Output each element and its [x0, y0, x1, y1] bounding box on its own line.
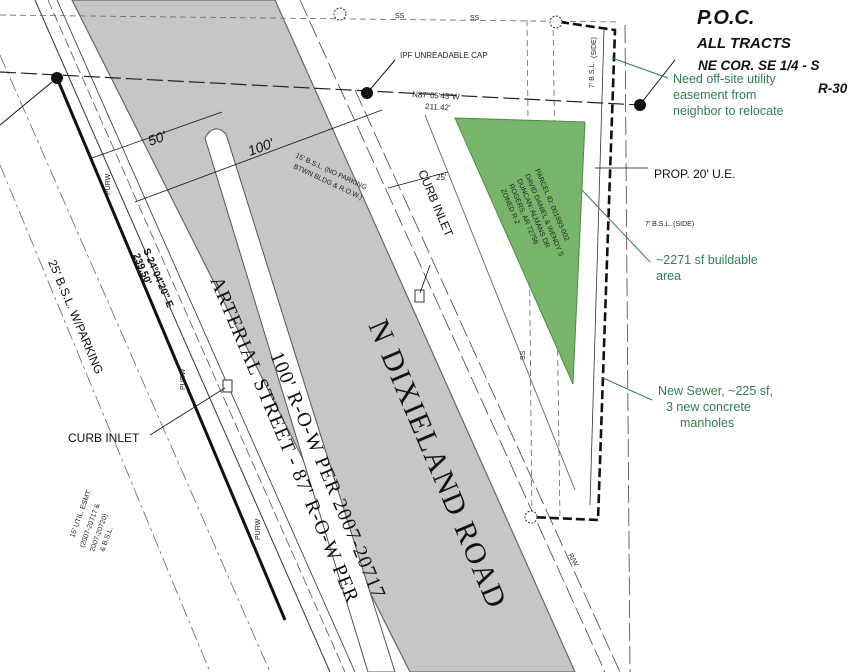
poc-line3: NE COR. SE 1/4 - S — [698, 58, 820, 73]
easement-note-leader — [611, 57, 669, 79]
util-line-left — [0, 164, 211, 672]
purw-label-2: PURW — [180, 368, 187, 390]
ipf-leader — [367, 59, 396, 93]
sewer-line-top — [0, 14, 621, 23]
bsl-line-left — [0, 54, 271, 672]
north-line-bearing: N87°05'43"W — [412, 90, 460, 102]
easement-note-line1: Need off-site utility — [673, 72, 776, 86]
purw-label-1: PURW — [105, 173, 112, 195]
ss-label-3: SS — [520, 350, 527, 360]
manhole-top-1 — [333, 7, 347, 21]
bsl-line-right — [424, 114, 576, 491]
row-line-left-2 — [47, 0, 346, 672]
parcel-boundary-offset — [589, 29, 605, 506]
curb-inlet-right-leader — [419, 264, 431, 294]
buildable-area — [454, 117, 586, 385]
sewer-note-line3: manholes — [680, 416, 734, 430]
poc-line4: R-30 — [818, 81, 848, 96]
road-median — [204, 128, 396, 672]
manhole-top-2 — [549, 15, 563, 29]
purw-label-3: PURW — [255, 518, 262, 540]
bsl-parking-label: 25' B.S.L. W/PARKING — [45, 258, 106, 376]
parcel-boundary — [529, 20, 617, 522]
poc-title: P.O.C. — [697, 7, 754, 29]
ss-label-1: SS — [395, 13, 405, 20]
east-leader — [641, 59, 676, 103]
poc-subtitle: ALL TRACTS — [696, 35, 791, 52]
seven-bsl-top-side: (SIDE) — [591, 37, 598, 58]
east-monument — [634, 99, 646, 111]
row-line-left-3 — [56, 0, 356, 672]
sewer-note-line2: 3 new concrete — [666, 400, 751, 414]
poc-leader — [0, 81, 53, 126]
west-property-line — [55, 77, 287, 621]
east-row-line — [624, 24, 631, 672]
manhole-bottom — [524, 510, 538, 524]
rw-label: R/W — [566, 553, 579, 569]
road-pavement — [71, 0, 576, 672]
seven-bsl-right: 7' B.S.L. (SIDE) — [645, 221, 694, 228]
seven-bsl-top: 7' B.S.L. — [589, 62, 596, 88]
poc-monument — [51, 72, 63, 84]
curb-inlet-left-label: CURB INLET — [68, 431, 140, 445]
dim-50-line — [91, 111, 223, 159]
north-property-line — [0, 71, 641, 106]
sewer-note-leader — [602, 377, 653, 401]
buildable-note-line1: ~2271 sf buildable — [656, 253, 758, 267]
ipf-label: IPF UNREADABLE CAP — [400, 51, 488, 60]
row-line-right-2 — [354, 89, 621, 672]
sewer-note-line1: New Sewer, ~225 sf, — [658, 384, 773, 398]
curb-inlet-right-symbol — [414, 289, 425, 303]
dim-50-label: 50' — [146, 127, 170, 149]
ss-label-2: SS — [470, 15, 480, 22]
dim-100-line — [134, 109, 383, 203]
north-line-distance: 211.42' — [425, 102, 451, 112]
curb-inlet-left-leader — [149, 387, 226, 436]
curb-inlet-left-symbol — [222, 379, 233, 393]
dim-25-label: 25' — [436, 173, 447, 182]
easement-note-line2: easement from — [673, 88, 756, 102]
row-line-left-1 — [34, 0, 331, 672]
prop-ue-label: PROP. 20' U.E. — [654, 167, 735, 181]
dim-25-line — [387, 171, 449, 189]
row-line-right-1 — [299, 0, 606, 672]
buildable-note-leader — [581, 189, 651, 263]
easement-note-line3: neighbor to relocate — [673, 104, 784, 118]
buildable-note-line2: area — [656, 269, 681, 283]
